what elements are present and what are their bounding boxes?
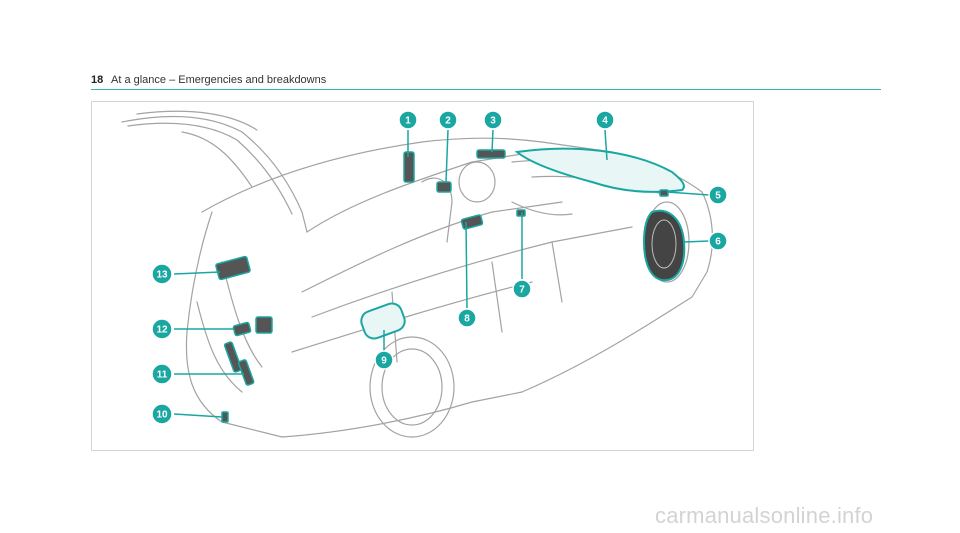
car-illustration: 1 2 3 4 5 6 7 8 9 10 11 12 13 (91, 101, 754, 451)
header-rule (91, 89, 881, 90)
page-header: 18 At a glance – Emergencies and breakdo… (91, 72, 881, 90)
callout-label: 11 (157, 370, 168, 381)
callout-4 (595, 110, 615, 130)
callout-label: 8 (464, 314, 470, 325)
watermark: carmanualsonline.info (655, 503, 874, 528)
callout-8 (457, 308, 477, 328)
callout-2 (438, 110, 458, 130)
callout-10 (151, 403, 173, 425)
callout-7 (512, 279, 532, 299)
callout-label: 6 (715, 237, 721, 248)
callout-1 (398, 110, 418, 130)
callout-label: 5 (715, 191, 721, 202)
callout-label: 3 (490, 116, 496, 127)
callout-label: 4 (602, 116, 608, 127)
page-title: At a glance – Emergencies and breakdowns (111, 74, 327, 86)
callout-3 (483, 110, 503, 130)
callout-6 (708, 231, 728, 251)
callout-label: 12 (156, 325, 168, 336)
callout-13 (151, 263, 173, 285)
page-number: 18 (91, 74, 104, 86)
callout-label: 10 (156, 410, 168, 421)
callout-label: 2 (445, 116, 451, 127)
callout-11 (151, 363, 173, 385)
car-line-drawing: 1 2 3 4 5 6 7 8 9 10 11 12 13 (121, 110, 728, 438)
callout-label: 9 (381, 356, 387, 367)
callout-12 (151, 318, 173, 340)
callout-5 (708, 185, 728, 205)
callout-9 (374, 350, 394, 370)
callout-label: 1 (405, 116, 411, 127)
callout-label: 7 (519, 285, 525, 296)
callout-label: 13 (156, 270, 168, 281)
